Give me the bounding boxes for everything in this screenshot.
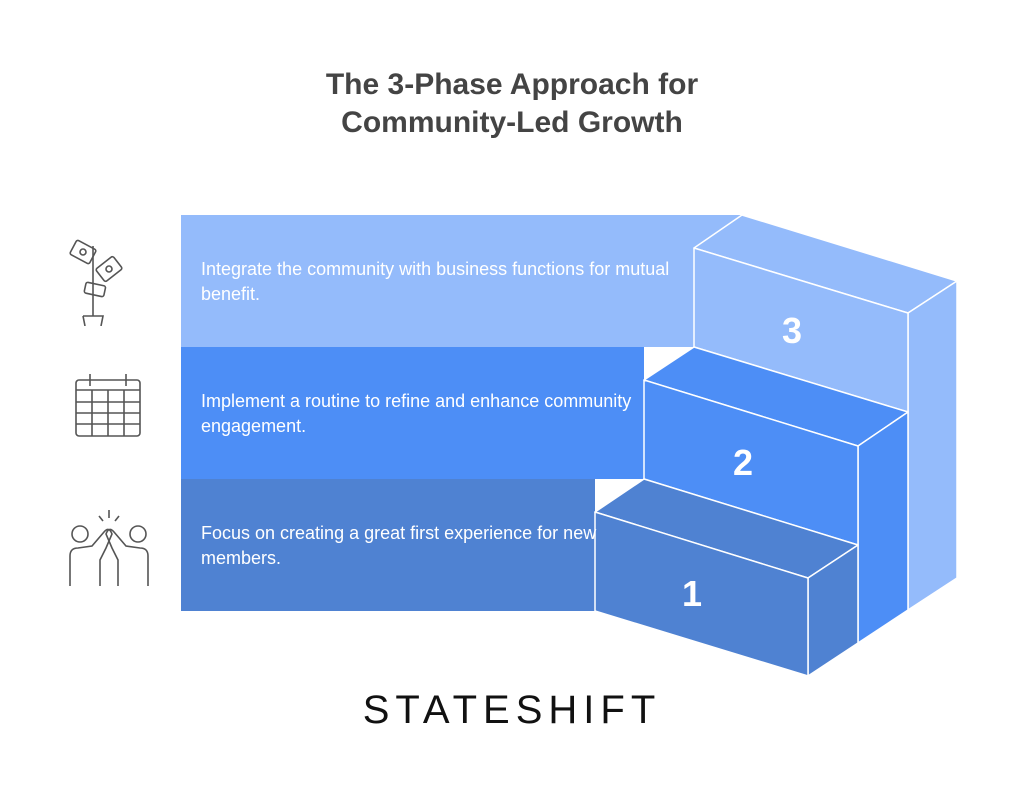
phase-1-description: Focus on creating a great first experien… — [201, 523, 597, 568]
stateshift-logo: STATESHIFT — [362, 688, 662, 732]
phase-2-number: 2 — [732, 442, 754, 483]
step-2-right — [857, 411, 909, 644]
phase-3-number: 3 — [781, 310, 803, 351]
band-phase-3 — [181, 215, 742, 347]
phase-3-description: Integrate the community with business fu… — [201, 259, 670, 304]
step-3-right — [907, 280, 958, 611]
band-phase-2 — [181, 347, 644, 479]
title-line-1: The 3-Phase Approach for — [325, 68, 699, 101]
calendar-icon — [75, 374, 141, 437]
money-plant-icon — [69, 239, 123, 326]
page-title: The 3-Phase Approach for Community-Led G… — [0, 66, 1024, 142]
phase-1-number: 1 — [681, 573, 703, 614]
band-phase-1 — [181, 479, 595, 611]
title-line-2: Community-Led Growth — [341, 106, 683, 139]
step-1-front — [594, 511, 809, 677]
high-five-icon — [69, 510, 149, 586]
phase-2-description: Implement a routine to refine and enhanc… — [201, 391, 632, 436]
